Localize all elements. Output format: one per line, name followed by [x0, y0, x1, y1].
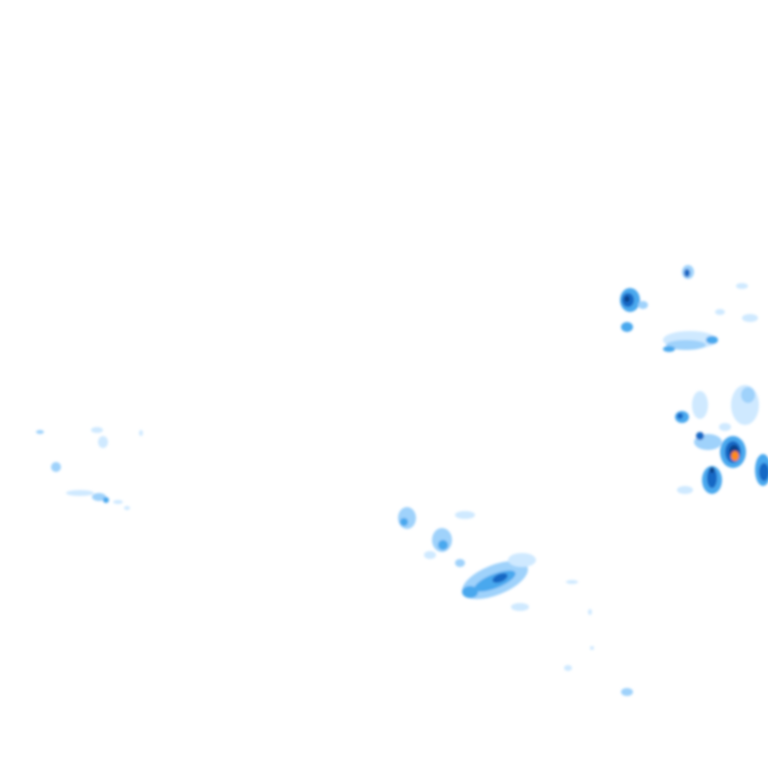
- echo-cluster-east-central: [675, 385, 768, 494]
- echo-cluster-south-central: [398, 507, 578, 611]
- echo-cluster-south-scattered: [564, 609, 633, 696]
- echo-cluster-east-north: [620, 265, 758, 352]
- echo-cluster-west: [36, 427, 143, 510]
